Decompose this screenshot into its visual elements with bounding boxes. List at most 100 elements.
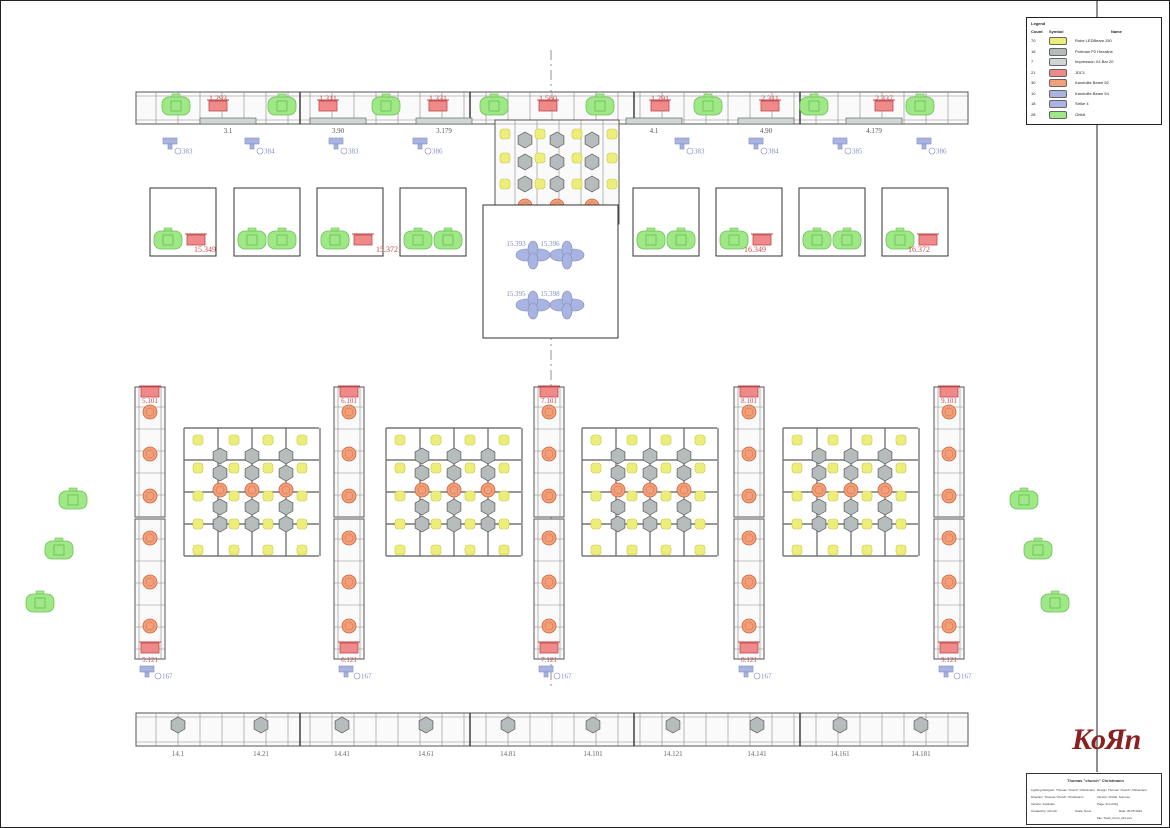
kandolite-fixture bbox=[541, 530, 557, 546]
side-pod-ledbeam bbox=[827, 544, 839, 556]
ledbeam-body bbox=[534, 152, 546, 164]
side-pod-ledbeam bbox=[827, 518, 839, 530]
side-pod-portman bbox=[877, 447, 893, 465]
ghibli-icon bbox=[1049, 110, 1067, 119]
jdc-box-label: 16.372 bbox=[908, 245, 930, 254]
portman-body bbox=[414, 498, 430, 516]
side-pod-ledbeam bbox=[296, 544, 308, 556]
side-pod-ledbeam bbox=[262, 518, 274, 530]
side-pod-portman bbox=[676, 515, 692, 533]
ghibli-body bbox=[320, 230, 350, 250]
kandolite-lens bbox=[944, 533, 954, 543]
ledbeam-body bbox=[571, 128, 583, 140]
jdc1-body bbox=[539, 642, 559, 654]
ledbeam-body bbox=[626, 434, 638, 446]
x4-bar-label: 4.1 bbox=[650, 127, 659, 135]
ghibli-fixture bbox=[267, 227, 297, 250]
ledbeam-body bbox=[394, 434, 406, 446]
ghibli-yoke bbox=[413, 227, 423, 232]
side-pod-portman bbox=[278, 447, 294, 465]
kandolite-body bbox=[142, 488, 158, 504]
ledbeam-body bbox=[861, 490, 873, 502]
ledbeam-body bbox=[606, 152, 618, 164]
ledbeam-body bbox=[626, 544, 638, 556]
side-pod-kandolite bbox=[642, 482, 658, 498]
kandolite-body bbox=[941, 446, 957, 462]
ledbeam-body bbox=[262, 462, 274, 474]
side-pod-ledbeam bbox=[694, 518, 706, 530]
center-pod-ledbeam bbox=[571, 128, 583, 140]
kandolite-body bbox=[142, 530, 158, 546]
kandolite-fixture bbox=[741, 574, 757, 590]
strike-stem bbox=[921, 143, 927, 150]
kandolite-body bbox=[341, 618, 357, 634]
ledbeam-body bbox=[296, 518, 308, 530]
side-pod-ledbeam bbox=[296, 490, 308, 502]
ghibli-body bbox=[905, 96, 935, 116]
strike-fixture bbox=[412, 137, 428, 150]
side-pod-ledbeam bbox=[590, 544, 602, 556]
ledbeam-body bbox=[660, 544, 672, 556]
ghibli-yoke bbox=[489, 93, 499, 98]
side-pod-ledbeam bbox=[861, 544, 873, 556]
side-pod-ledbeam bbox=[394, 434, 406, 446]
jdc1-fixture bbox=[738, 385, 760, 398]
ledbeam-body bbox=[694, 462, 706, 474]
strike-fixture bbox=[938, 665, 954, 678]
side-pod-ledbeam bbox=[228, 462, 240, 474]
kandolite-lens bbox=[145, 621, 155, 631]
ghibli-fixture bbox=[161, 93, 191, 116]
ledbeam-body bbox=[590, 490, 602, 502]
side-pod-portman bbox=[446, 515, 462, 533]
portman-body bbox=[843, 464, 859, 482]
top-strike-label: 384 bbox=[264, 148, 275, 156]
portman-body bbox=[517, 131, 533, 149]
kandolite-lens bbox=[145, 577, 155, 587]
strike-tag-circle bbox=[154, 672, 162, 680]
strike-body bbox=[412, 137, 428, 145]
strike-body bbox=[328, 137, 344, 145]
ledbeam-body bbox=[464, 462, 476, 474]
side-pod-portman bbox=[244, 447, 260, 465]
jdc1-label: 1.291 bbox=[651, 94, 669, 103]
kandolite-body bbox=[741, 404, 757, 420]
legend-name: Impression X4 Bar 20 bbox=[1075, 59, 1114, 64]
jdc1-fixture bbox=[207, 99, 229, 112]
portman-icon bbox=[1049, 47, 1067, 56]
ladder-strike-label: 167 bbox=[361, 673, 372, 681]
jdc1-fixture bbox=[338, 641, 360, 654]
ghibli-body bbox=[802, 230, 832, 250]
kandolite-body bbox=[610, 482, 626, 498]
kandolite-square-icon bbox=[1049, 89, 1067, 98]
side-pod-kandolite bbox=[843, 482, 859, 498]
ledbeam-body bbox=[590, 544, 602, 556]
portman-body bbox=[414, 464, 430, 482]
ghibli-lens bbox=[894, 234, 906, 246]
ghibli-fixture bbox=[371, 93, 401, 116]
side-pod-portman bbox=[610, 464, 626, 482]
ghibli-lens bbox=[488, 100, 500, 112]
side-pod-ledbeam bbox=[192, 490, 204, 502]
center-spot-label: 15.396 bbox=[540, 240, 560, 248]
strike-fixture bbox=[328, 137, 344, 150]
ladder-strike-label: 167 bbox=[761, 673, 772, 681]
center-spot bbox=[515, 240, 551, 270]
bottom-truss-label: 14.141 bbox=[747, 750, 767, 758]
strike-fixture bbox=[139, 665, 155, 678]
side-pod-ledbeam bbox=[464, 490, 476, 502]
portman-body bbox=[811, 515, 827, 533]
bottom-truss bbox=[135, 712, 969, 747]
ledbeam-body bbox=[464, 518, 476, 530]
side-pod-ledbeam bbox=[498, 462, 510, 474]
side-pod-portman bbox=[843, 464, 859, 482]
side-pod-ledbeam bbox=[861, 518, 873, 530]
ghibli-body bbox=[237, 230, 267, 250]
ledbeam-body bbox=[499, 128, 511, 140]
strike-fixture bbox=[738, 665, 754, 678]
center-spot bbox=[515, 290, 551, 320]
ledbeam-body bbox=[895, 490, 907, 502]
strike-fixture bbox=[748, 137, 764, 150]
legend-title: Legend bbox=[1031, 21, 1046, 26]
strike-fixture bbox=[674, 137, 690, 150]
